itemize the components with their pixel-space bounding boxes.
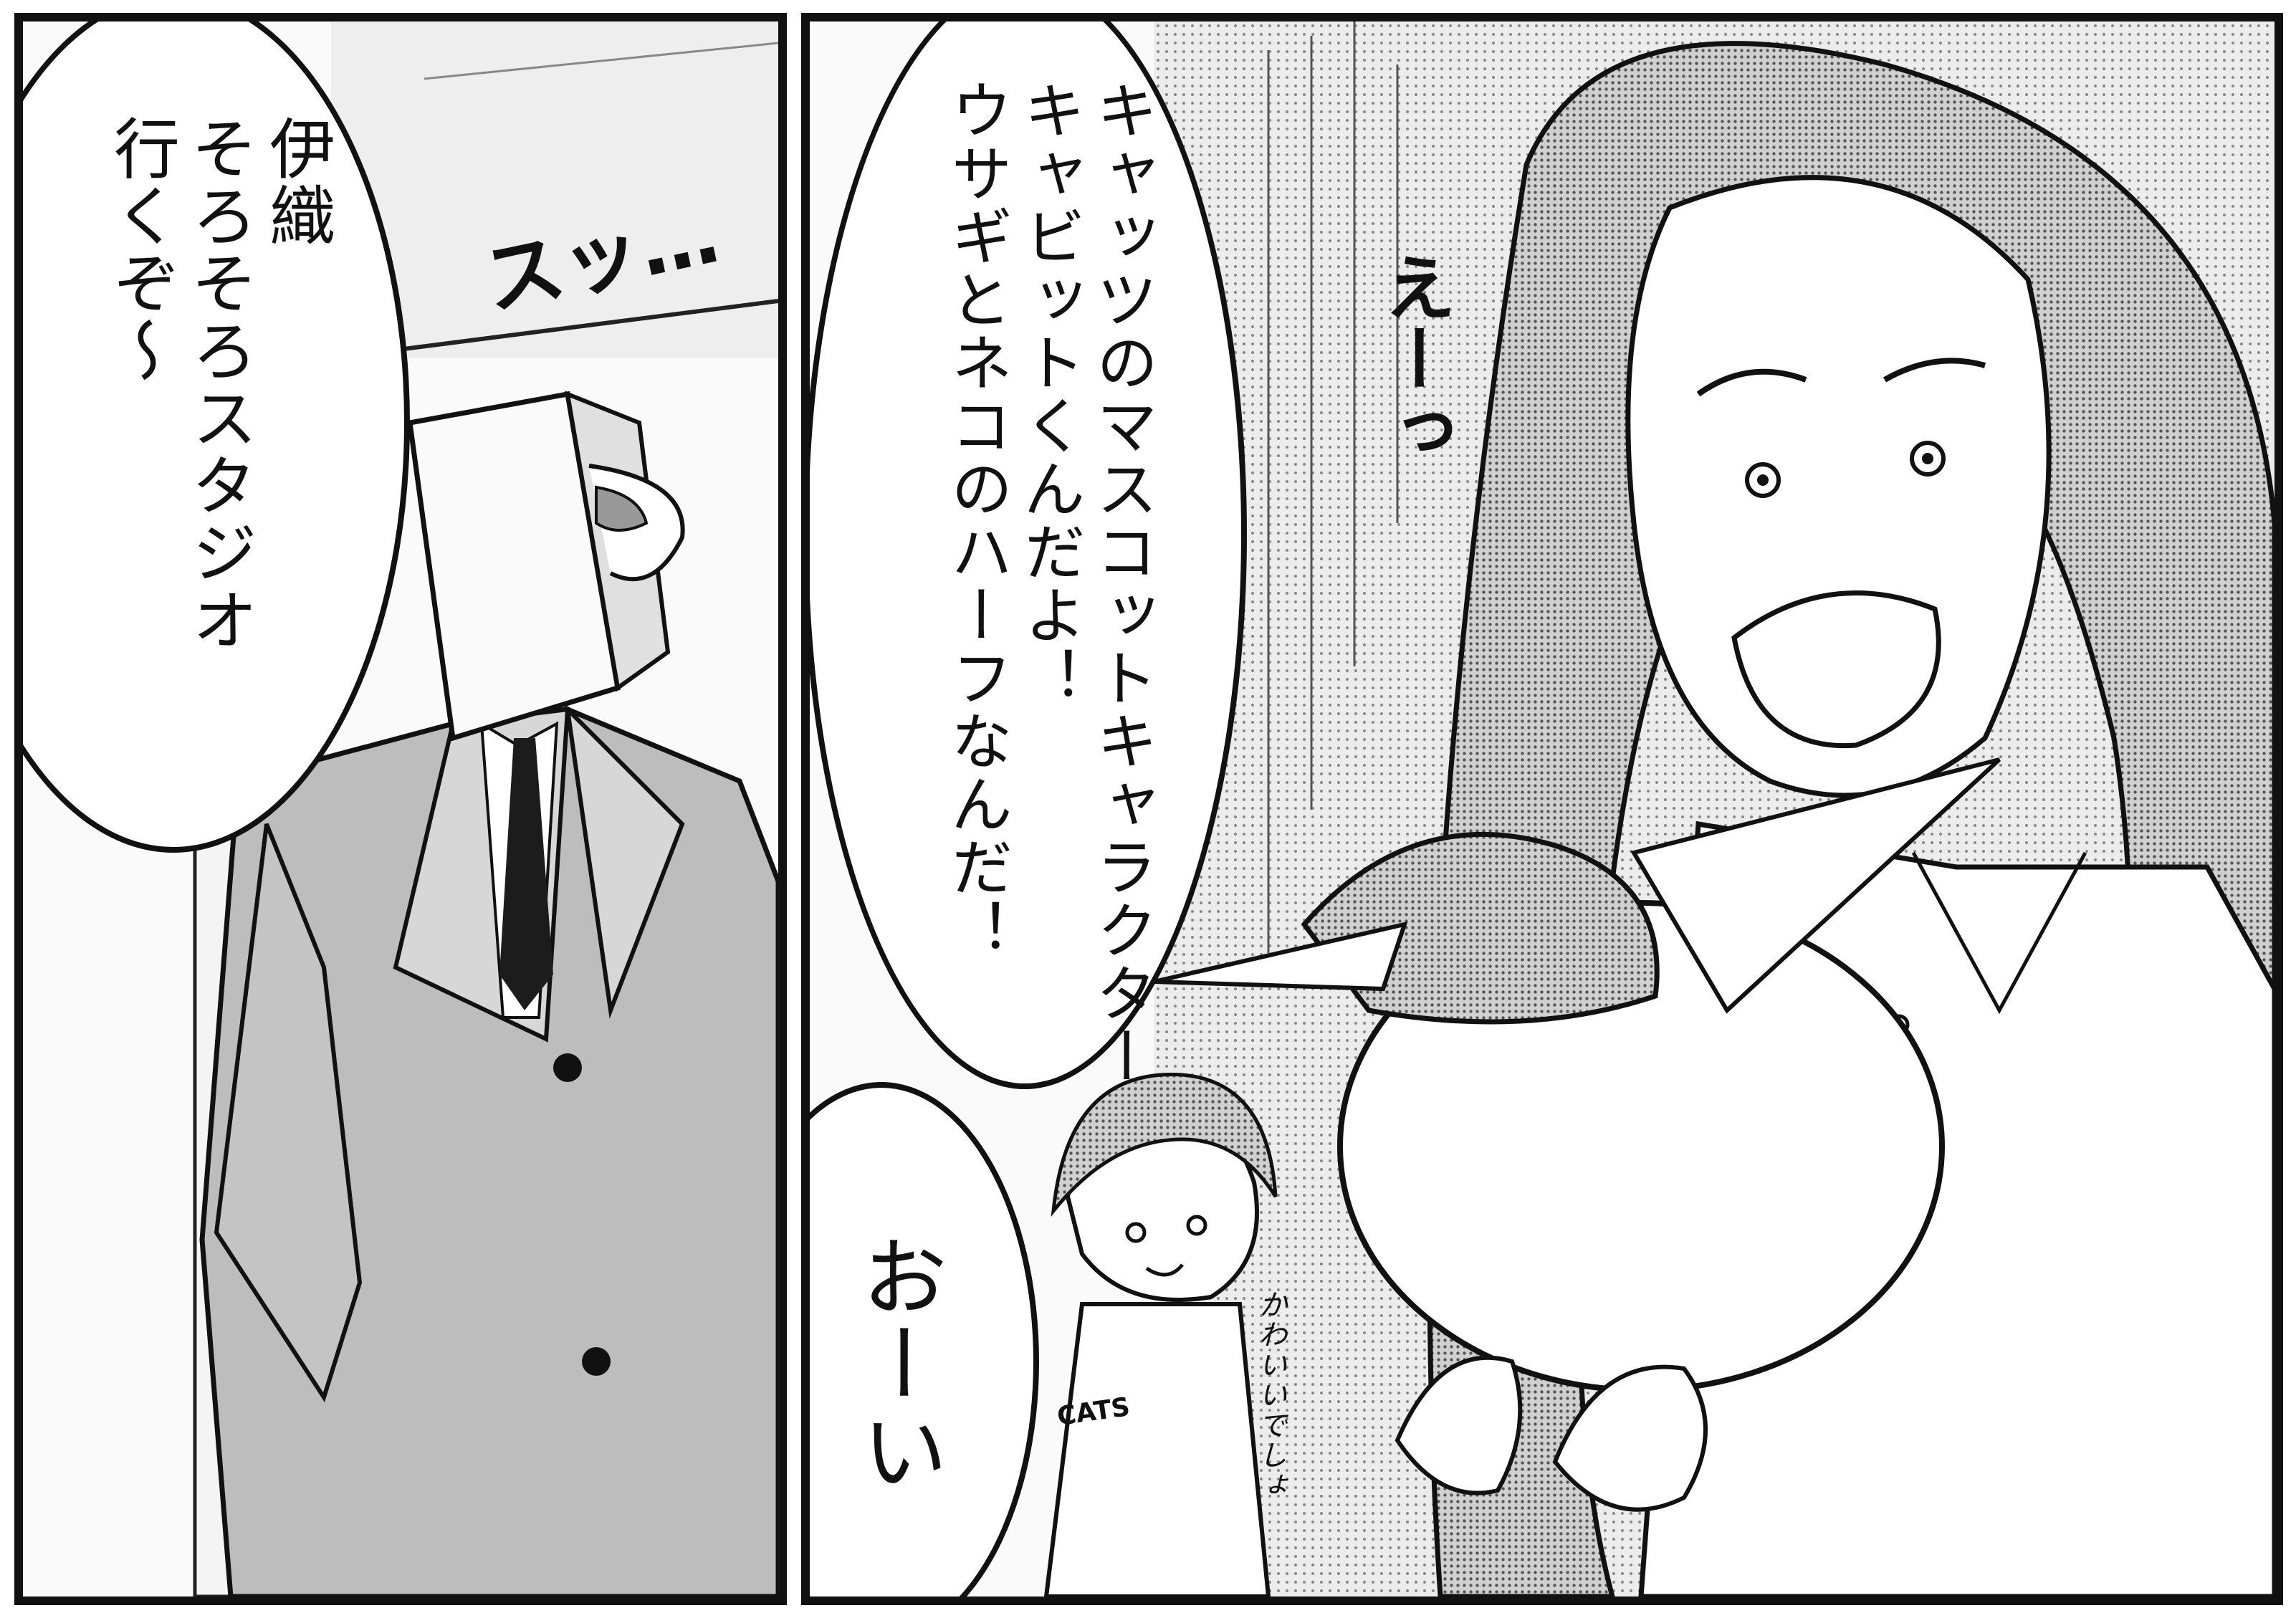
shout-text: おーい	[846, 1232, 947, 1495]
speech-text-producer: 伊織 そろそろスタジオ 行くぞ〜	[102, 115, 335, 654]
left-panel: 伊織 そろそろスタジオ 行くぞ〜 スッ…	[14, 13, 787, 1605]
left-panel-art	[193, 21, 778, 1597]
speech-text-mascot: キャッツのマスコットキャラクター キャビットくんだよ！ ウサギとネコのハーフなん…	[939, 79, 1157, 1088]
whisper-text: かわいいでしょ	[1253, 1290, 1287, 1500]
sfx-ee: えーっ	[1372, 251, 1455, 466]
speech-bubble-mascot	[810, 21, 1247, 1089]
speech-bubble-producer	[23, 21, 410, 853]
right-panel: キャッツのマスコットキャラクター キャビットくんだよ！ ウサギとネコのハーフなん…	[801, 13, 2283, 1605]
right-panel-art	[1043, 21, 2275, 1597]
